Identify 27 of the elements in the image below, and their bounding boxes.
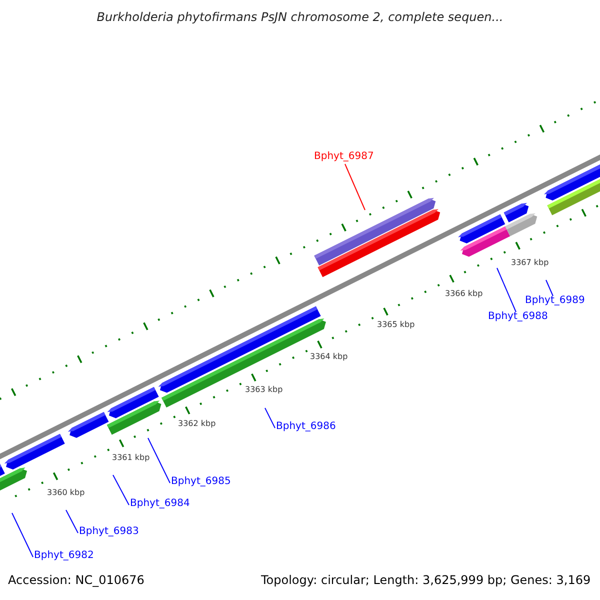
leader-line bbox=[264, 408, 276, 428]
leader-line bbox=[344, 164, 366, 210]
position-label: 3365 kbp bbox=[377, 319, 415, 331]
leader-line bbox=[12, 512, 34, 558]
gene-label: Bphyt_6984 bbox=[130, 498, 190, 510]
leader-line bbox=[496, 268, 516, 312]
gene-label: Bphyt_6985 bbox=[171, 476, 231, 488]
gene-label: Bphyt_6987 bbox=[314, 151, 374, 163]
position-label: 3366 kbp bbox=[445, 288, 483, 300]
gene-label: Bphyt_6989 bbox=[525, 295, 585, 307]
leader-line bbox=[546, 280, 554, 296]
position-label: 3367 kbp bbox=[511, 257, 549, 269]
position-label: 3363 kbp bbox=[245, 384, 283, 396]
footer-text: Accession: NC_010676 bbox=[8, 574, 144, 586]
gene-label: Bphyt_6982 bbox=[34, 550, 94, 562]
leader-line bbox=[148, 438, 170, 484]
gene-label: Bphyt_6986 bbox=[276, 421, 336, 433]
position-label: 3360 kbp bbox=[47, 487, 85, 499]
title: Burkholderia phytofirmans PsJN chromosome 2, complete sequen... bbox=[96, 9, 504, 26]
position-label: 3364 kbp bbox=[310, 351, 348, 363]
footer-text: Topology: circular; Length: 3,625,999 bp; Genes: 3,169 bbox=[261, 574, 591, 586]
leader-line bbox=[112, 474, 130, 506]
position-label: 3362 kbp bbox=[178, 418, 216, 430]
gene-label: Bphyt_6988 bbox=[488, 311, 548, 323]
gene-label: Bphyt_6983 bbox=[79, 526, 139, 538]
position-label: 3361 kbp bbox=[112, 452, 150, 464]
leader-line bbox=[66, 510, 78, 534]
